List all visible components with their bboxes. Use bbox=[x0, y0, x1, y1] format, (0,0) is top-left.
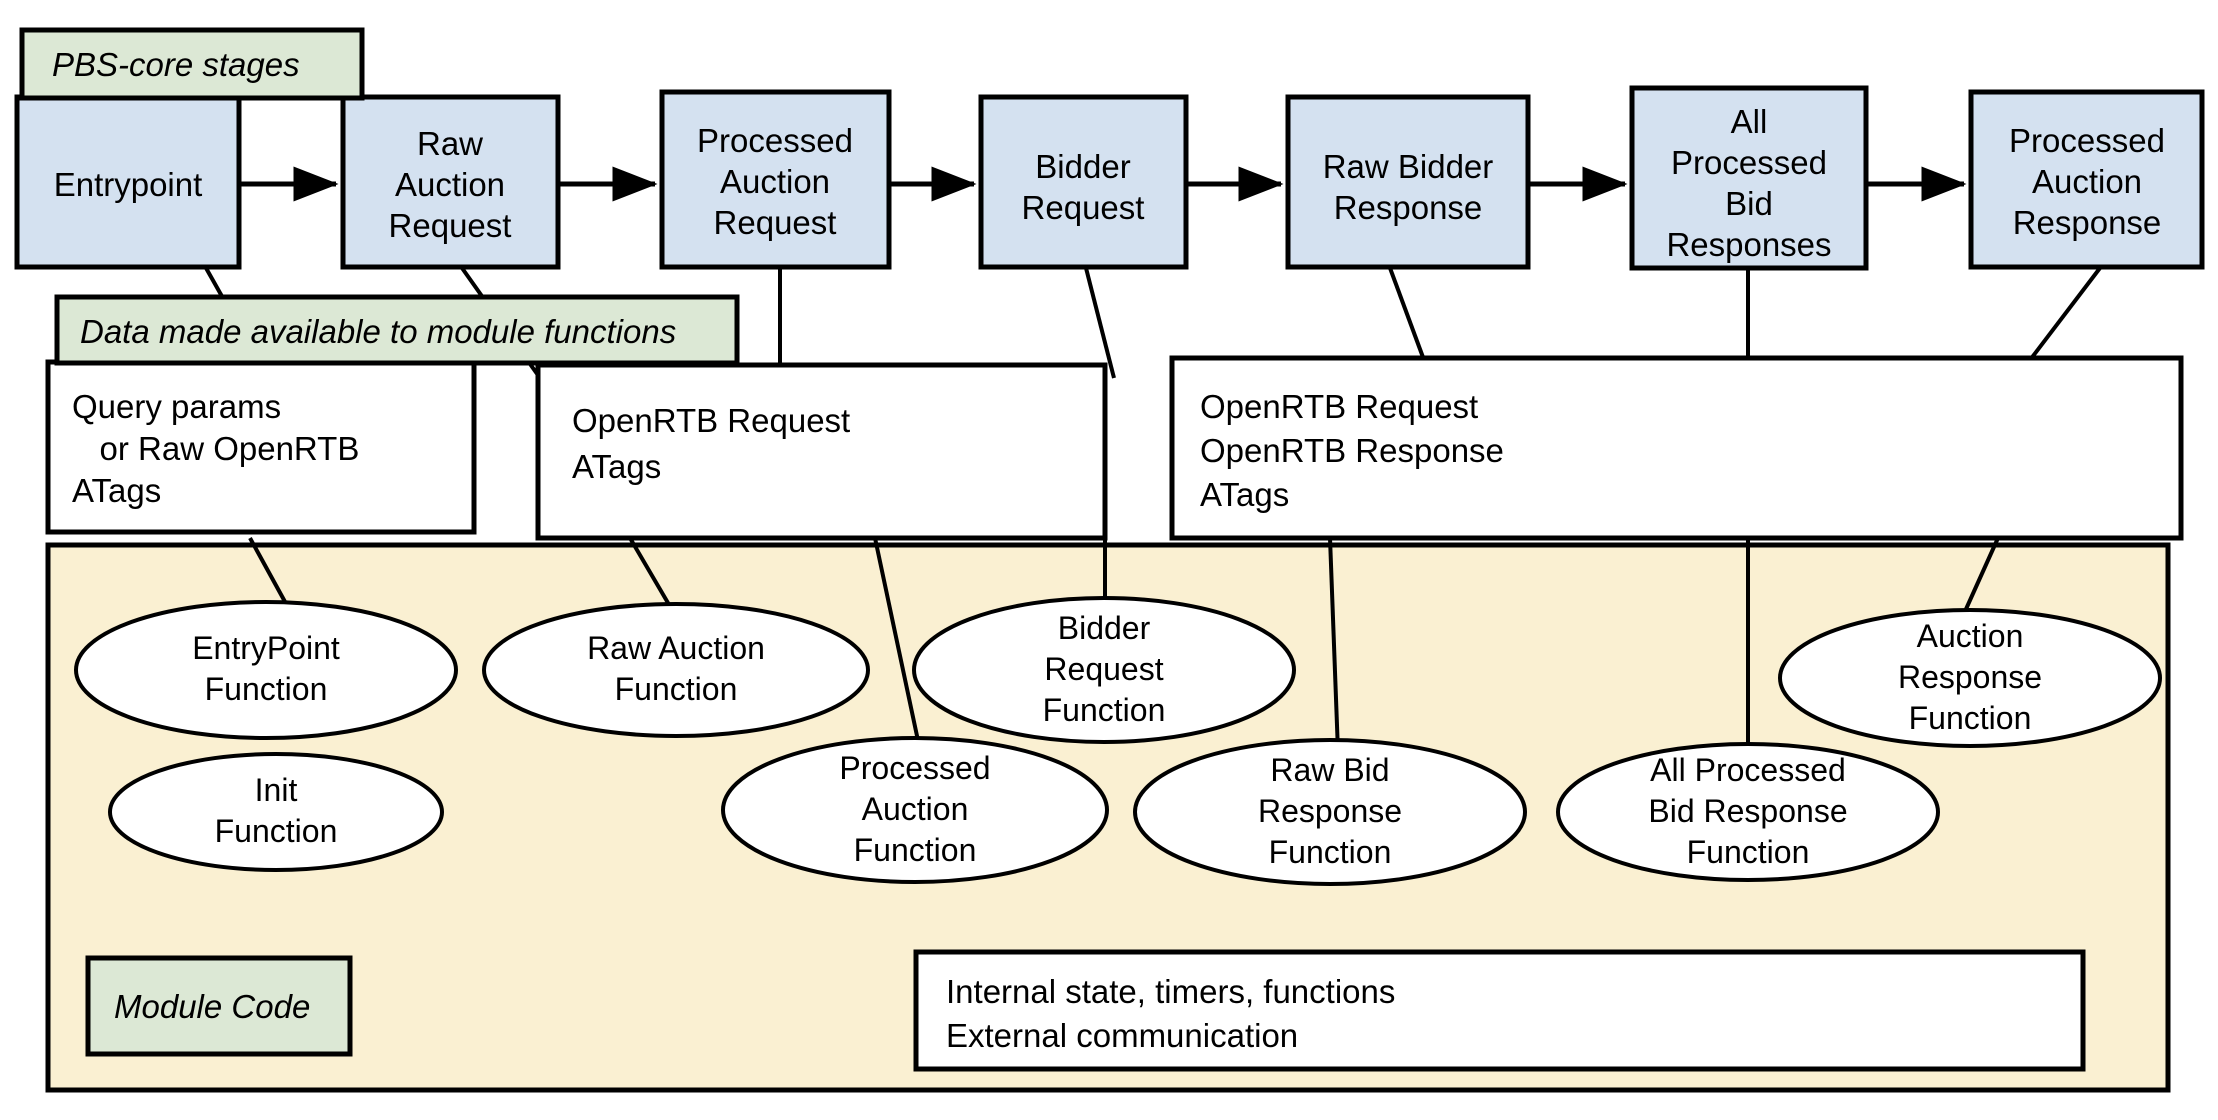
data-box-response-data: OpenRTB Request OpenRTB Response ATags bbox=[1169, 355, 2184, 541]
function-label: Response bbox=[1258, 793, 1402, 829]
stage-label: Entrypoint bbox=[54, 166, 203, 203]
data-box-line: ATags bbox=[72, 472, 161, 509]
function-raw-bid-response-function[interactable]: Raw Bid Response Function bbox=[1133, 738, 1527, 886]
function-all-processed-bid-response-function[interactable]: All Processed Bid Response Function bbox=[1556, 742, 1940, 882]
data-box-entrypoint-data: Query params or Raw OpenRTB ATags bbox=[45, 359, 477, 535]
link-data-to-auction-response-function bbox=[1960, 537, 2000, 619]
link-processed-auction-response-to-data bbox=[2028, 266, 2102, 362]
link-data-to-raw-bid-response-function bbox=[1328, 537, 1340, 753]
function-init-function[interactable]: Init Function bbox=[108, 752, 444, 872]
stage-entrypoint[interactable]: Entrypoint bbox=[14, 94, 242, 270]
function-label: All Processed bbox=[1650, 752, 1846, 788]
data-box-line: or Raw OpenRTB bbox=[72, 430, 359, 467]
stage-label: Processed bbox=[1671, 144, 1827, 181]
function-label: Raw Bid bbox=[1270, 752, 1389, 788]
stage-label: Request bbox=[714, 204, 837, 241]
stage-processed-auction-response[interactable]: Processed Auction Response bbox=[1968, 89, 2205, 270]
function-label: Function bbox=[1269, 834, 1392, 870]
function-label: Function bbox=[854, 832, 977, 868]
function-label: Bidder bbox=[1058, 610, 1151, 646]
function-label: Function bbox=[205, 671, 328, 707]
legend-label: PBS-core stages bbox=[52, 46, 300, 83]
legend-pbs-core-stages: PBS-core stages bbox=[19, 27, 365, 101]
function-label: Init bbox=[255, 772, 298, 808]
stage-label: All bbox=[1731, 103, 1768, 140]
data-box-line: ATags bbox=[572, 448, 661, 485]
function-label: Response bbox=[1898, 659, 2042, 695]
stage-label: Auction bbox=[395, 166, 505, 203]
stage-label: Response bbox=[2013, 204, 2162, 241]
legend-data-made-available: Data made available to module functions bbox=[54, 294, 740, 366]
link-data-to-processed-auction-function bbox=[873, 537, 922, 751]
function-label: Request bbox=[1044, 651, 1163, 687]
stage-label: Request bbox=[1022, 189, 1145, 226]
function-entrypoint-function[interactable]: EntryPoint Function bbox=[74, 600, 458, 740]
stage-all-processed-bid-responses[interactable]: All Processed Bid Responses bbox=[1629, 85, 1869, 271]
stage-bidder-request[interactable]: Bidder Request bbox=[978, 94, 1189, 270]
function-label: Auction bbox=[862, 791, 969, 827]
stage-label: Responses bbox=[1666, 226, 1831, 263]
function-label: Function bbox=[1687, 834, 1810, 870]
function-label: Function bbox=[215, 813, 338, 849]
module-internals-line: External communication bbox=[946, 1017, 1298, 1054]
legend-label: Data made available to module functions bbox=[80, 313, 676, 350]
stage-processed-auction-request[interactable]: Processed Auction Request bbox=[659, 89, 892, 270]
function-bidder-request-function[interactable]: Bidder Request Function bbox=[912, 596, 1296, 744]
function-label: Processed bbox=[839, 750, 990, 786]
data-box-line: Query params bbox=[72, 388, 281, 425]
stage-label: Bidder bbox=[1035, 148, 1130, 185]
stage-label: Auction bbox=[720, 163, 830, 200]
data-box-request-data: OpenRTB Request ATags bbox=[535, 362, 1108, 541]
function-label: Function bbox=[1909, 700, 2032, 736]
function-label: Bid Response bbox=[1648, 793, 1847, 829]
stage-label: Raw bbox=[417, 125, 483, 162]
function-processed-auction-function[interactable]: Processed Auction Function bbox=[721, 736, 1109, 884]
stage-label: Processed bbox=[2009, 122, 2165, 159]
function-label: Auction bbox=[1917, 618, 2024, 654]
link-raw-bidder-response-to-data bbox=[1388, 267, 1426, 361]
legend-module-code: Module Code bbox=[85, 955, 353, 1057]
module-internals-line: Internal state, timers, functions bbox=[946, 973, 1395, 1010]
stage-label: Processed bbox=[697, 122, 853, 159]
data-box-line: OpenRTB Request bbox=[572, 402, 850, 439]
stage-label: Response bbox=[1334, 189, 1483, 226]
stage-raw-bidder-response[interactable]: Raw Bidder Response bbox=[1285, 94, 1531, 270]
stage-label: Request bbox=[389, 207, 512, 244]
function-label: Raw Auction bbox=[587, 630, 765, 666]
stage-label: Auction bbox=[2032, 163, 2142, 200]
data-box-line: OpenRTB Response bbox=[1200, 432, 1504, 469]
stage-label: Raw Bidder bbox=[1323, 148, 1494, 185]
function-label: EntryPoint bbox=[192, 630, 340, 666]
function-label: Function bbox=[615, 671, 738, 707]
legend-label: Module Code bbox=[114, 988, 310, 1025]
data-box-line: OpenRTB Request bbox=[1200, 388, 1478, 425]
data-box-line: ATags bbox=[1200, 476, 1289, 513]
stage-raw-auction-request[interactable]: Raw Auction Request bbox=[340, 94, 561, 270]
link-bidder-request-to-data bbox=[1084, 267, 1116, 379]
stage-label: Bid bbox=[1725, 185, 1773, 222]
function-raw-auction-function[interactable]: Raw Auction Function bbox=[482, 602, 870, 738]
function-label: Function bbox=[1043, 692, 1166, 728]
function-auction-response-function[interactable]: Auction Response Function bbox=[1778, 608, 2162, 748]
module-internals-box: Internal state, timers, functions Extern… bbox=[913, 949, 2086, 1072]
